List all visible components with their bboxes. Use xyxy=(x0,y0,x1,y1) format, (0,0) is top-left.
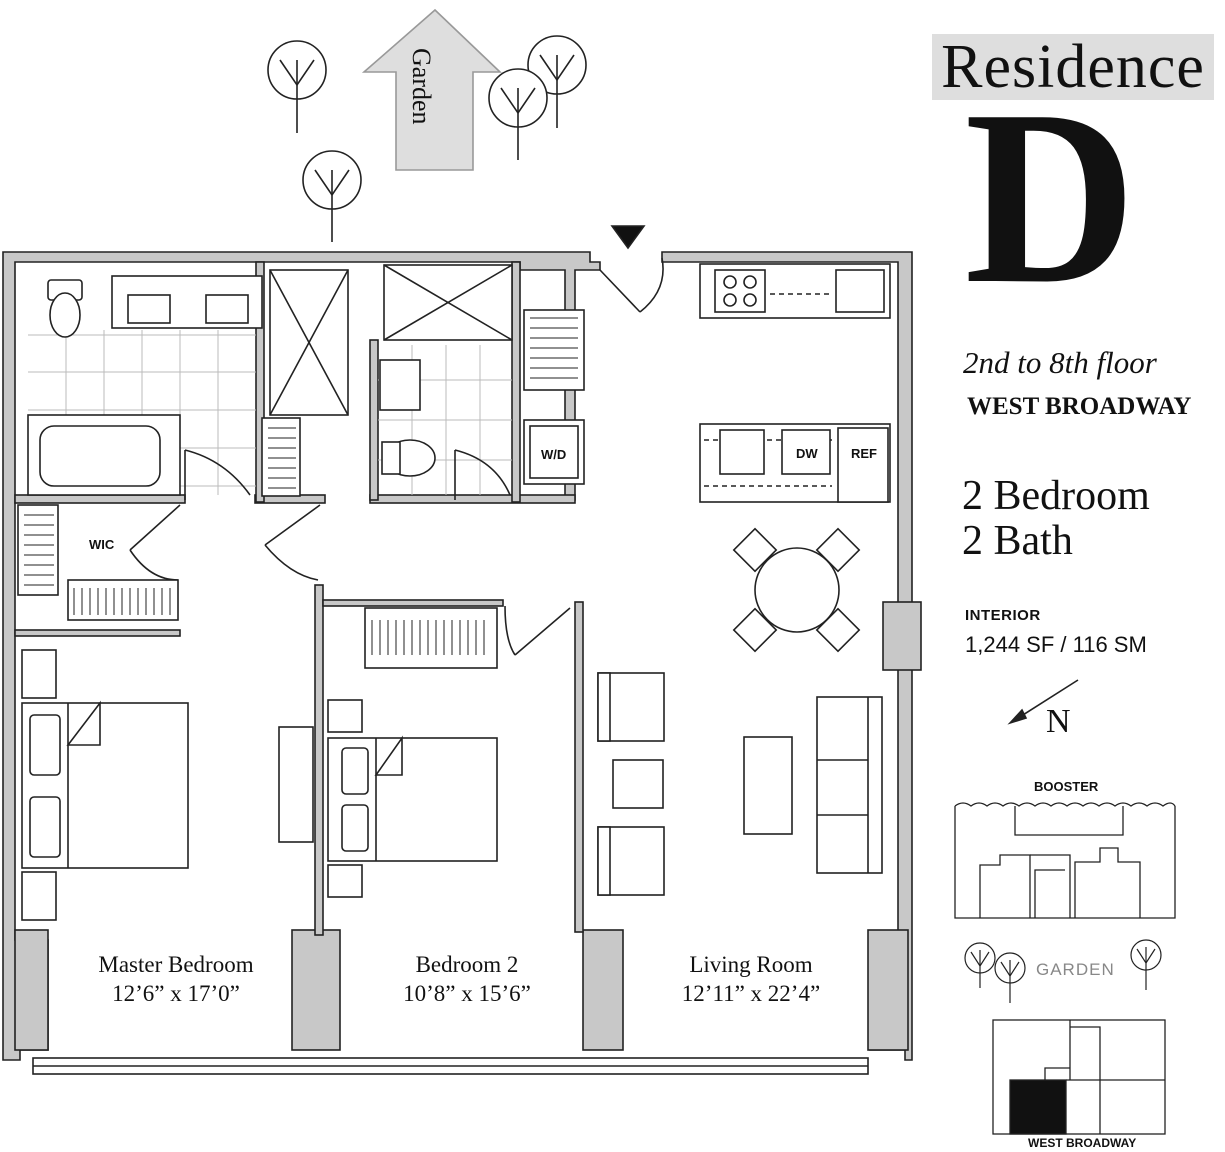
unit-summary: 2 Bedroom 2 Bath xyxy=(962,474,1150,564)
street-name: WEST BROADWAY xyxy=(967,393,1192,420)
wall xyxy=(14,494,186,504)
residence-title: Residence xyxy=(932,34,1214,100)
wall xyxy=(314,584,324,936)
floor-range: 2nd to 8th floor xyxy=(963,345,1157,380)
wall xyxy=(369,494,576,504)
tree-icon xyxy=(302,150,362,242)
closet-rod xyxy=(364,607,498,669)
sofa xyxy=(816,696,883,874)
bath-count: 2 Bath xyxy=(962,518,1073,564)
key-plan-booster xyxy=(954,802,1176,919)
wic-shelving xyxy=(17,504,59,596)
nightstand xyxy=(327,699,363,733)
tree-icon xyxy=(994,952,1026,1003)
wall xyxy=(574,601,584,933)
range xyxy=(714,269,766,313)
key-plan-garden-label: GARDEN xyxy=(1036,960,1115,979)
residence-letter: D xyxy=(964,59,1137,336)
garden-arrow xyxy=(361,8,502,171)
interior-label: INTERIOR xyxy=(965,607,1041,624)
pier xyxy=(291,929,341,1051)
linen-shelving xyxy=(261,417,301,497)
nightstand xyxy=(21,871,57,921)
door-swing xyxy=(264,504,321,581)
dining-chair xyxy=(815,527,861,573)
wall xyxy=(322,599,504,607)
side-table xyxy=(612,759,664,809)
bath-tile-floor xyxy=(28,330,512,495)
pier xyxy=(867,929,909,1051)
coffee-table xyxy=(743,736,793,835)
entry-door xyxy=(599,257,664,313)
door-swing xyxy=(504,605,571,656)
dining-chair xyxy=(815,607,861,653)
door-swing xyxy=(129,504,181,581)
wall xyxy=(369,339,379,501)
tree-icon xyxy=(267,40,327,133)
closet-shelving xyxy=(523,309,585,391)
dining-chair xyxy=(732,527,778,573)
bathtub-inner xyxy=(39,425,161,487)
entry-marker xyxy=(610,225,646,250)
garden-arrow-label: Garden xyxy=(407,48,436,125)
door-swing xyxy=(454,449,511,500)
key-plan-top-label: BOOSTER xyxy=(1034,779,1099,794)
dresser xyxy=(278,726,314,843)
cooktop-vent xyxy=(835,269,885,313)
key-plan-building xyxy=(992,1019,1166,1135)
tree-icon xyxy=(527,35,587,128)
key-plan-street-label: WEST BROADWAY xyxy=(1028,1136,1137,1150)
dining-chair xyxy=(732,607,778,653)
pier xyxy=(882,601,922,671)
dishwasher xyxy=(781,429,831,475)
pier xyxy=(14,929,49,1051)
tree-icon xyxy=(1130,939,1162,990)
wall xyxy=(14,629,181,637)
sink-2 xyxy=(379,359,421,411)
room-dimensions: 12’11” x 22’4” xyxy=(681,981,821,1006)
wall xyxy=(255,261,265,503)
room-name: Master Bedroom xyxy=(98,952,254,977)
toilet-bowl xyxy=(49,292,81,338)
wic-label: WIC xyxy=(89,537,115,552)
refrigerator-label: REF xyxy=(851,446,877,461)
residence-highlight xyxy=(1009,1079,1067,1135)
washer-dryer-label: W/D xyxy=(541,447,567,462)
wic-rod xyxy=(67,579,179,621)
room-name: Bedroom 2 xyxy=(415,952,519,977)
north-label: N xyxy=(1046,703,1071,740)
room-dimensions: 12’6” x 17’0” xyxy=(112,981,240,1006)
tree-icon xyxy=(488,68,548,160)
nightstand xyxy=(21,649,57,699)
room-name: Living Room xyxy=(689,952,813,977)
dishwasher-label: DW xyxy=(796,446,818,461)
north-arrow-icon xyxy=(1014,679,1079,721)
bedroom-count: 2 Bedroom xyxy=(962,473,1150,519)
wall xyxy=(511,261,521,503)
nightstand xyxy=(327,864,363,898)
room-dimensions: 10’8” x 15’6” xyxy=(403,981,531,1006)
sink xyxy=(205,294,249,324)
interior-area: 1,244 SF / 116 SM xyxy=(965,632,1147,657)
sink xyxy=(127,294,171,324)
pier xyxy=(582,929,624,1051)
refrigerator xyxy=(837,427,889,503)
dining-table xyxy=(754,547,840,633)
door-swing xyxy=(184,449,251,500)
kitchen-sink xyxy=(719,429,765,475)
tree-icon xyxy=(964,942,996,988)
